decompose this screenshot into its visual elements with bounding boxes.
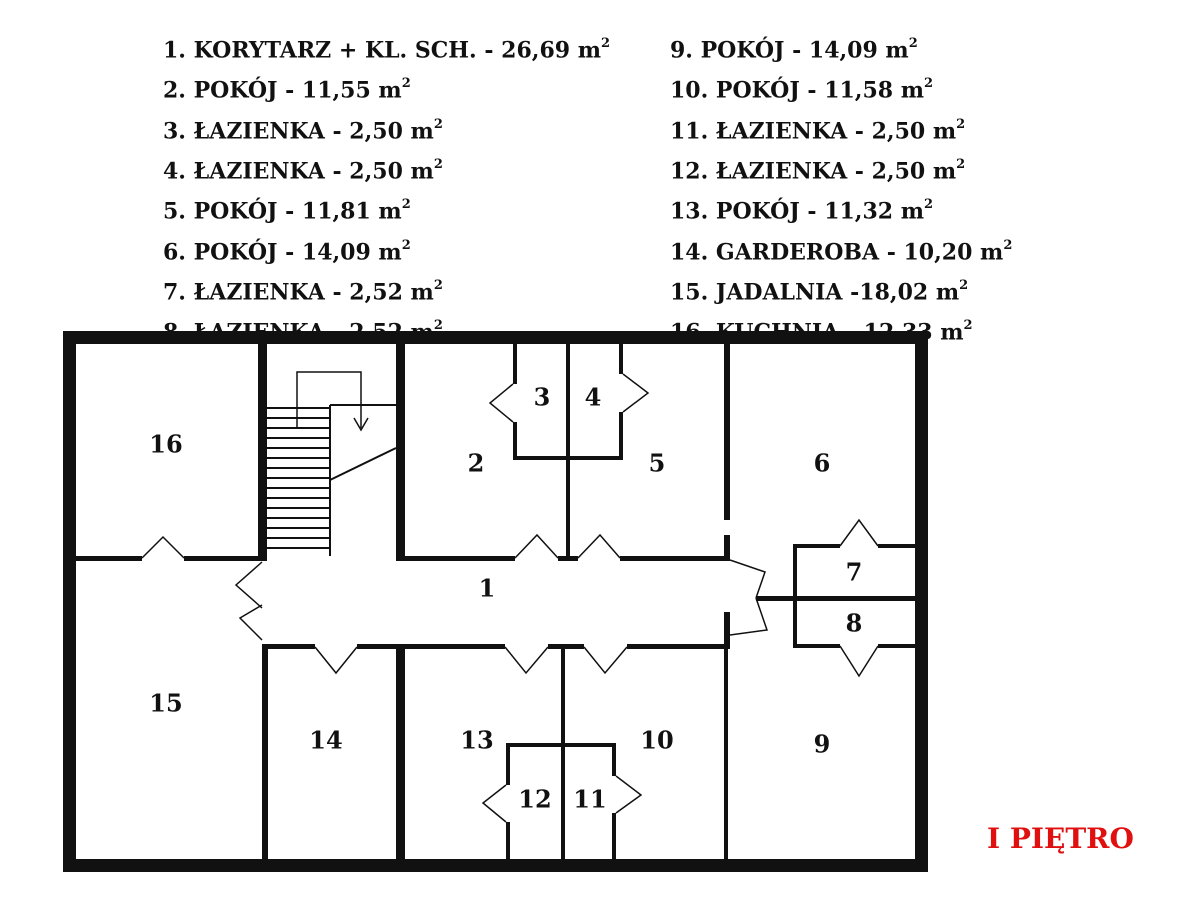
wall-7-top-a [793, 544, 840, 548]
door-arc [729, 597, 769, 636]
wall-11-12-top [506, 743, 616, 747]
door-arc [481, 784, 507, 823]
outer-wall-top [63, 331, 928, 344]
room-number: 15 [149, 689, 182, 718]
wall-4-right-bottom [619, 412, 623, 460]
stair-landing [329, 447, 397, 481]
wall-5-6-top [724, 344, 730, 520]
wall-8-bottom-a [793, 644, 840, 648]
legend-item: 10. POKÓJ - 11,58 m2 [670, 76, 934, 104]
walls [63, 331, 928, 872]
stair-arrow-line [296, 371, 362, 428]
legend-item: 12. ŁAZIENKA - 2,50 m2 [670, 156, 966, 185]
wall-5-bottom [620, 556, 728, 561]
wall-16-bottom-a [76, 556, 142, 561]
legend-item: 2. POKÓJ - 11,55 m2 [163, 76, 411, 104]
room-number: 12 [518, 785, 551, 814]
wall-stairs-right [396, 344, 405, 561]
room-number: 7 [846, 558, 863, 587]
legend-item: 7. ŁAZIENKA - 2,52 m2 [163, 277, 443, 306]
room-number: 11 [573, 785, 606, 814]
room-number: 10 [640, 726, 673, 755]
door-arc [314, 646, 358, 675]
door-arc [238, 604, 263, 641]
wall-4-right-top [619, 344, 623, 374]
outer-wall-left [63, 331, 76, 872]
legend-item: 9. POKÓJ - 14,09 m2 [670, 36, 918, 64]
wall-7-top-b [878, 544, 915, 548]
legend-item: 11. ŁAZIENKA - 2,50 m2 [670, 116, 966, 144]
door-arc [577, 533, 621, 559]
wall-7-8-left [793, 544, 797, 646]
door-arc [234, 561, 263, 609]
floor-label: I PIĘTRO [987, 822, 1134, 855]
door-arc [583, 646, 628, 675]
doors [141, 373, 879, 823]
wall-corridor-bottom-c [548, 644, 584, 649]
door-arc [488, 383, 514, 423]
legend-item: 3. ŁAZIENKA - 2,50 m2 [163, 116, 443, 144]
room-numbers: 1 2 3 4 5 6 7 8 9 10 11 12 13 14 15 16 [149, 383, 862, 814]
legend-item: 4. ŁAZIENKA - 2,50 m2 [163, 156, 443, 185]
wall-corridor-bottom-d [627, 644, 728, 649]
legend-item: 15. JADALNIA -18,02 m2 [670, 277, 969, 306]
wall-3-left-bottom [513, 422, 517, 460]
wall-2-bottom [405, 556, 515, 561]
wall-2-5-divider [566, 344, 570, 561]
wall-13-10-divider [561, 644, 565, 859]
room-number: 5 [649, 449, 666, 478]
room-number: 14 [309, 726, 342, 755]
wall-12-left-top [506, 743, 510, 785]
wall-11-right-top [612, 743, 616, 776]
room-number: 4 [585, 383, 602, 412]
legend-item: 14. GARDEROBA - 10,20 m2 [670, 237, 1013, 265]
wall-10-9 [724, 644, 728, 859]
wall-corridor-bottom-b [357, 644, 505, 649]
wall-14-13 [396, 644, 405, 859]
wall-stairs-left [258, 344, 267, 561]
legend-item: 6. POKÓJ - 14,09 m2 [163, 237, 411, 265]
door-arc [615, 775, 643, 814]
door-arc [729, 559, 766, 599]
wall-corridor-bottom-a [262, 644, 315, 649]
outer-wall-bottom [63, 859, 928, 872]
wall-11-right-bottom [612, 813, 616, 859]
room-number: 9 [814, 730, 831, 759]
room-number: 3 [534, 383, 551, 412]
wall-3-4-bottom [513, 456, 623, 460]
legend-item: 5. POKÓJ - 11,81 m2 [163, 197, 411, 225]
wall-8-bottom-b [878, 644, 915, 648]
door-arc [514, 533, 559, 559]
room-number: 2 [468, 449, 485, 478]
wall-5-6-bottom [724, 535, 730, 561]
door-arc [839, 645, 879, 678]
legend-left-column: 1. KORYTARZ + KL. SCH. - 26,69 m2 2. POK… [163, 28, 610, 351]
door-arc [622, 373, 650, 413]
door-arc [839, 518, 879, 547]
wall-15-14 [262, 644, 268, 859]
wall-corridor-right [724, 612, 730, 649]
room-number: 6 [814, 449, 831, 478]
room-number: 13 [460, 726, 493, 755]
legend-item: 1. KORYTARZ + KL. SCH. - 26,69 m2 [163, 36, 611, 64]
room-number: 16 [149, 430, 182, 459]
staircase [267, 371, 397, 556]
wall-12-left-bottom [506, 822, 510, 859]
wall-3-left-top [513, 344, 517, 384]
room-number: 8 [846, 609, 863, 638]
wall-7-8-divider [756, 596, 915, 601]
door-arc [504, 646, 549, 675]
room-number: 1 [479, 574, 496, 603]
stair-arrow-head [353, 417, 369, 432]
door-arc [141, 535, 185, 559]
outer-wall-right [915, 331, 928, 872]
wall-16-bottom-b [184, 556, 258, 561]
wall-15-left-inner [76, 556, 80, 859]
legend-item: 13. POKÓJ - 11,32 m2 [670, 197, 934, 225]
